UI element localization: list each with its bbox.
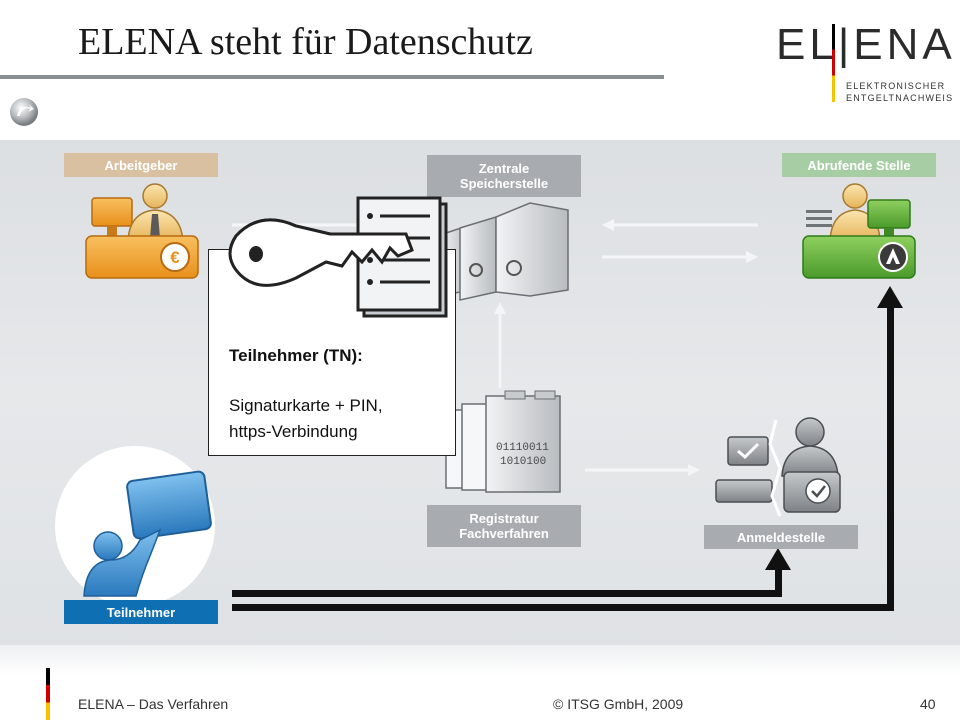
abrufende-head [842,183,868,209]
elena-logo: EL|ENA ELEKTRONISCHER ENTGELTNACHWEIS [776,20,952,110]
arbeitgeber-monitor-stand [107,226,117,236]
footer-copyright: © ITSG GmbH, 2009 [553,696,684,712]
arrowhead-abrufende [877,286,903,308]
doc-front [485,395,561,493]
callout-line-2: https-Verbindung [229,422,358,441]
arrowhead-registratur-to-zentrale [494,302,506,314]
arrowhead-abrufende-to-zentrale [602,219,614,231]
tag-registratur-line2: Fachverfahren [459,526,549,541]
anmeldestelle-figure [715,417,841,517]
teilnehmer-figure [55,446,215,606]
footer-flag-bar [46,668,50,720]
checkmark-badge-icon [805,478,831,504]
tag-abrufende-stelle: Abrufende Stelle [782,153,936,177]
navigation-orb-icon[interactable] [8,96,40,128]
abrufende-figure [802,183,916,279]
page-number: 40 [920,696,936,712]
euro-icon [160,242,190,272]
binary-line-1: 01110011 [496,442,549,454]
logo-sub-line2: ENTGELTNACHWEIS [846,93,954,103]
callout-title: Teilnehmer (TN): [229,346,363,365]
logo-wordmark: EL|ENA [776,20,956,69]
server-right [495,202,569,297]
arrowhead-anmeldestelle [765,548,791,570]
slide-title: ELENA steht für Datenschutz [78,21,533,63]
zentrale-servers-icon [439,202,569,301]
binary-line-2: 1010100 [500,456,546,468]
arrow-teilnehmer-to-abrufende [232,604,894,611]
tag-anmeldestelle: Anmeldestelle [704,525,858,549]
arbeitgeber-tie [150,214,160,238]
signature-card-icon [126,470,212,540]
tag-registratur-fachverfahren: Registratur Fachverfahren [427,505,581,547]
tag-registratur-line1: Registratur [469,511,539,526]
euro-symbol: € [170,248,180,267]
black-arrows [232,286,903,611]
footer-left-text: ELENA – Das Verfahren [78,696,229,712]
arrowhead-registratur-to-anmeldestelle [688,464,700,476]
checkmark-icon [737,442,760,460]
arrowhead-zentrale-to-abrufende [746,251,758,263]
teilnehmer-body [83,528,162,597]
tag-teilnehmer: Teilnehmer [64,600,218,624]
server-lock-icon [469,263,483,277]
key-overlay-shape-icon [228,218,414,287]
registratur-documents-icon: 01110011 1010100 [445,390,561,493]
arrow-teilnehmer-to-anmeldestelle [232,590,782,597]
title-rule [0,75,664,79]
server-lock-icon [506,260,522,276]
logo-flag-bar [832,24,835,102]
tag-zentrale-speicherstelle: Zentrale Speicherstelle [427,155,581,197]
document-lines-icon [806,210,832,213]
arbeitgeber-figure: € [85,183,199,279]
arbeitgeber-head [142,183,168,209]
tag-zentrale-line2: Speicherstelle [459,176,549,191]
logo-subtitle: ELEKTRONISCHER ENTGELTNACHWEIS [846,80,960,104]
anmeldestelle-body [781,445,839,477]
callout-line-1: Signaturkarte + PIN, [229,396,383,415]
panel-footer-fade [0,645,960,675]
logo-sub-line1: ELEKTRONISCHER [846,81,946,91]
tag-zentrale-line1: Zentrale [478,161,530,176]
crack-divider [768,419,782,517]
tag-arbeitgeber: Arbeitgeber [64,153,218,177]
teilnehmer-callout: Teilnehmer (TN): Signaturkarte + PIN, ht… [208,249,456,456]
